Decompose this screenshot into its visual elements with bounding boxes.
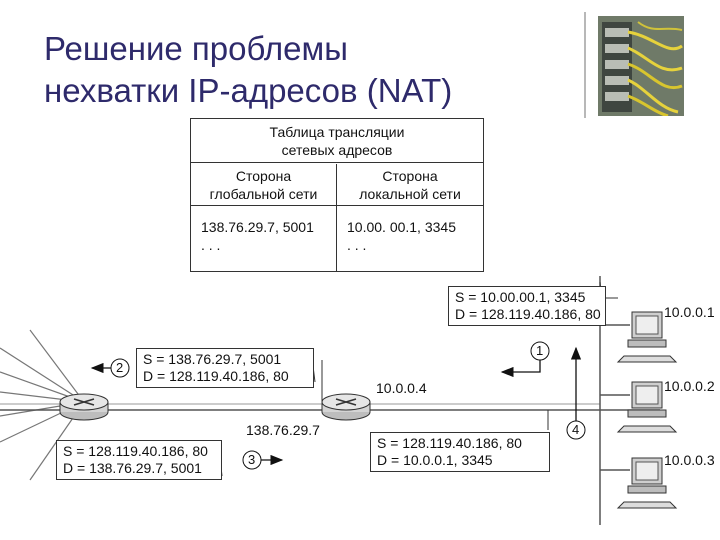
router-global-address: 138.76.29.7 <box>246 422 320 438</box>
packet-1-destination: D = 128.119.40.186, 80 <box>455 306 601 322</box>
host-computer-icon <box>616 311 678 363</box>
local-header-line-1: Сторона <box>382 168 438 184</box>
step-4-number: 4 <box>572 422 580 437</box>
global-header-line-2: глобальной сети <box>209 186 318 202</box>
host-computer-icon <box>616 381 678 433</box>
global-side-header: Сторона глобальной сети <box>191 164 336 206</box>
router-local-address: 10.0.0.4 <box>376 380 427 396</box>
local-header-line-2: локальной сети <box>359 186 461 202</box>
network-cables-photo <box>598 16 684 116</box>
host-2-address: 10.0.0.2 <box>664 378 715 394</box>
local-side-header: Сторона локальной сети <box>337 164 483 206</box>
table-header-line-2: сетевых адресов <box>281 142 393 158</box>
global-side-column: Сторона глобальной сети 138.76.29.7, 500… <box>191 164 337 271</box>
nat-translation-table: Таблица трансляции сетевых адресов Сторо… <box>190 118 484 272</box>
step-1-number: 1 <box>536 343 544 358</box>
packet-4-destination: D = 10.0.0.1, 3345 <box>377 452 493 468</box>
step-2-number: 2 <box>116 360 124 375</box>
packet-4-source: S = 128.119.40.186, 80 <box>377 435 522 451</box>
host-computer-icon <box>616 457 678 509</box>
arrow-step-1 <box>500 360 541 378</box>
packet-1-box: S = 10.00.00.1, 3345 D = 128.119.40.186,… <box>448 286 606 326</box>
packet-2-destination: D = 128.119.40.186, 80 <box>143 368 289 384</box>
local-entry: 10.00. 00.1, 3345 <box>347 219 456 235</box>
title-divider <box>584 12 586 118</box>
table-header: Таблица трансляции сетевых адресов <box>191 119 483 163</box>
table-header-line-1: Таблица трансляции <box>269 124 405 140</box>
local-ellipsis: . . . <box>347 237 367 253</box>
local-side-column: Сторона локальной сети 10.00. 00.1, 3345… <box>337 164 483 271</box>
packet-3-box: S = 128.119.40.186, 80 D = 138.76.29.7, … <box>56 440 222 480</box>
packet-2-source: S = 138.76.29.7, 5001 <box>143 351 282 367</box>
slide-title: Решение проблемы нехватки IP-адресов (NA… <box>44 28 564 112</box>
packet-4-box: S = 128.119.40.186, 80 D = 10.0.0.1, 334… <box>370 432 550 472</box>
global-entry-cell: 138.76.29.7, 5001 . . . <box>191 206 336 254</box>
global-ellipsis: . . . <box>201 237 221 253</box>
global-header-line-1: Сторона <box>235 168 292 184</box>
packet-3-source: S = 128.119.40.186, 80 <box>63 443 208 459</box>
local-entry-cell: 10.00. 00.1, 3345 . . . <box>337 206 483 254</box>
host-1-address: 10.0.0.1 <box>664 304 715 320</box>
nat-router-icon <box>321 393 371 421</box>
packet-3-destination: D = 138.76.29.7, 5001 <box>63 460 202 476</box>
global-entry: 138.76.29.7, 5001 <box>201 219 314 235</box>
packet-2-box: S = 138.76.29.7, 5001 D = 128.119.40.186… <box>136 348 314 388</box>
host-3-address: 10.0.0.3 <box>664 452 715 468</box>
step-3-number: 3 <box>248 452 256 467</box>
title-line-1: Решение проблемы <box>44 30 348 67</box>
packet-1-source: S = 10.00.00.1, 3345 <box>455 289 586 305</box>
internet-router-icon <box>59 393 109 421</box>
title-line-2: нехватки IP-адресов (NAT) <box>44 72 453 109</box>
